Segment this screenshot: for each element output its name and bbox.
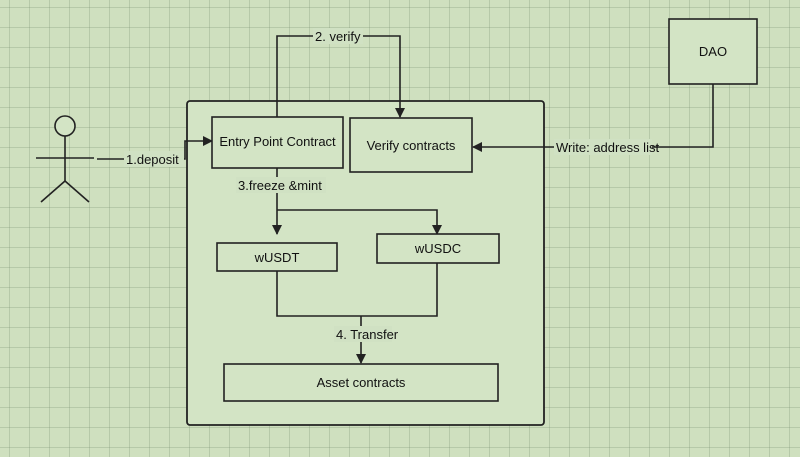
edge-transfer: 4. Transfer (276, 263, 438, 364)
edge-write-address-list: Write: address list (472, 84, 714, 155)
entry-point-label: Entry Point Contract (219, 134, 336, 149)
verify-contracts-label: Verify contracts (367, 138, 456, 153)
node-dao[interactable]: DAO (668, 18, 758, 85)
wusdc-label: wUSDC (414, 241, 461, 256)
node-wusdt[interactable]: wUSDT (216, 242, 338, 272)
transfer-label: 4. Transfer (336, 327, 399, 342)
user-actor-icon (36, 115, 94, 203)
edge-deposit: 1.deposit (97, 136, 213, 167)
write-label: Write: address list (556, 140, 659, 155)
edge-verify: 2. verify (276, 28, 405, 118)
asset-contracts-label: Asset contracts (317, 375, 406, 390)
verify-label: 2. verify (315, 29, 361, 44)
node-wusdc[interactable]: wUSDC (376, 233, 500, 264)
dao-label: DAO (699, 44, 727, 59)
freeze-mint-label: 3.freeze &mint (238, 178, 322, 193)
node-entry-point-contract[interactable]: Entry Point Contract (211, 116, 344, 169)
wusdt-label: wUSDT (254, 250, 300, 265)
edge-freeze-mint: 3.freeze &mint (236, 168, 442, 235)
node-verify-contracts[interactable]: Verify contracts (349, 117, 473, 173)
deposit-label: 1.deposit (126, 152, 179, 167)
node-asset-contracts[interactable]: Asset contracts (223, 363, 499, 402)
